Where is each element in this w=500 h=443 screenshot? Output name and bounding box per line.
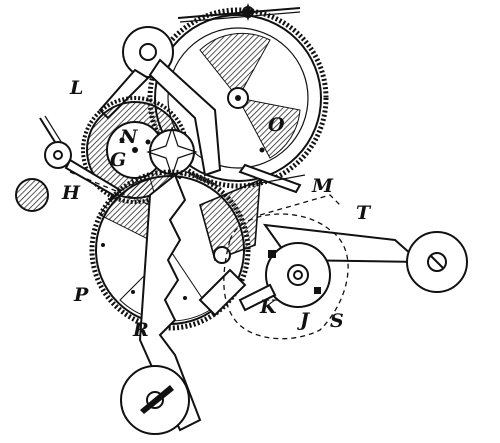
dashed-outline-S bbox=[223, 213, 349, 340]
upper-great-wheel bbox=[147, 7, 329, 189]
label-L: L bbox=[69, 77, 83, 99]
label-T: T bbox=[356, 202, 372, 224]
cam-KJ bbox=[238, 242, 331, 312]
lever-arm-L bbox=[98, 58, 222, 177]
label-N: N bbox=[119, 126, 138, 148]
label-S: S bbox=[330, 310, 344, 332]
label-K: K bbox=[259, 296, 278, 318]
diagram-labels: L N G O H M T P K J S R bbox=[61, 77, 372, 341]
label-R: R bbox=[132, 319, 149, 341]
pivot-dots bbox=[119, 137, 265, 300]
label-O: O bbox=[268, 114, 285, 136]
label-J: J bbox=[297, 309, 311, 331]
label-H: H bbox=[61, 182, 81, 204]
label-M: M bbox=[311, 175, 334, 197]
label-P: P bbox=[73, 284, 89, 306]
link-M bbox=[238, 163, 306, 194]
balance-assembly bbox=[15, 115, 151, 212]
crank-wheel bbox=[120, 365, 190, 435]
label-G: G bbox=[110, 149, 126, 171]
